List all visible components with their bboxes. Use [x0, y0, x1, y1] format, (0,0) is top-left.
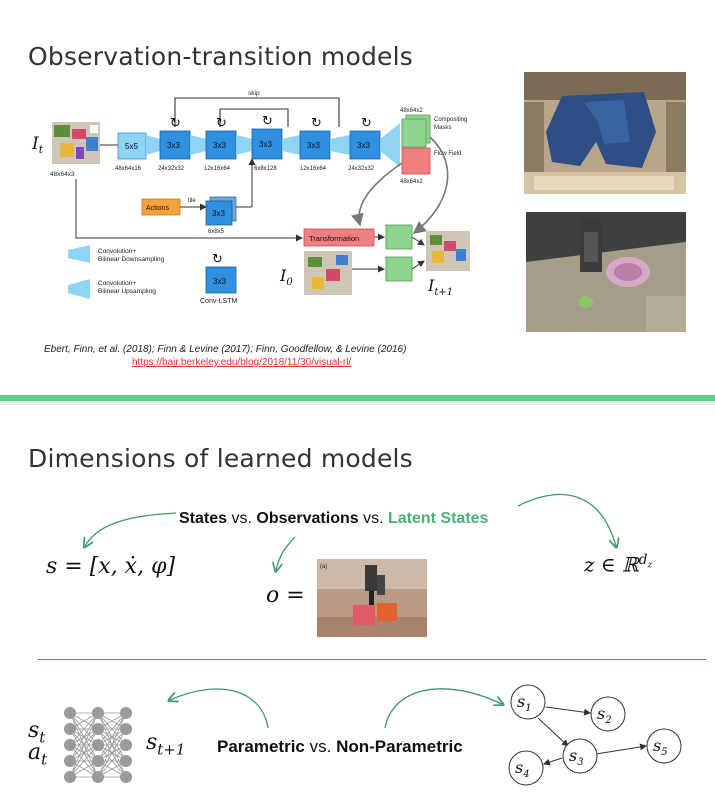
svg-text:↻: ↻ [216, 115, 227, 130]
state-equation: s = [x, ẋ, φ] [46, 554, 176, 579]
legend-conv-lstm: ↻ 3x3 Conv-LSTM [200, 251, 238, 305]
svg-text:↻: ↻ [361, 115, 372, 130]
latent-equation: z ∈ ℝdz [584, 552, 653, 577]
section-divider [38, 659, 706, 660]
vs-text-2: vs. [358, 510, 388, 527]
conv-block-5x5: 5x5 [117, 132, 147, 160]
svg-text:3x3: 3x3 [167, 141, 180, 150]
input-dim: 48x64x3 [50, 171, 75, 178]
conv-block-5: 3x3 ↻ [349, 115, 381, 160]
node-s3: s3 [569, 746, 584, 768]
states-label: States [179, 510, 228, 527]
conv-dim-4: 12x16x64 [300, 166, 327, 172]
svg-text:3x3: 3x3 [212, 209, 225, 218]
conv-block-3: 3x3 ↻ [251, 113, 283, 160]
svg-text:Transformation: Transformation [309, 234, 359, 243]
slide1-title: Observation-transition models [28, 42, 413, 71]
slide2-title: Dimensions of learned models [28, 444, 413, 473]
conv-dim-1: 24x32x32 [158, 166, 185, 172]
action-conv-block: 3x3 [205, 196, 237, 226]
transformed-green [385, 224, 413, 250]
conv-block-1: 3x3 ↻ [159, 115, 191, 160]
skip-connection-outer [174, 97, 340, 127]
legend-downsampling: Convolution+Bilinear Downsampling [68, 245, 164, 263]
observations-label: Observations [256, 510, 359, 527]
conv-dim-0: 48x64x16 [115, 166, 142, 172]
svg-text:3x3: 3x3 [259, 140, 272, 149]
svg-text:3x3: 3x3 [357, 141, 370, 150]
transformation-box: Transformation [303, 228, 375, 247]
skip-connection-mid [219, 108, 289, 127]
svg-text:↻: ↻ [311, 115, 322, 130]
flow-label: Flow Field [434, 151, 461, 157]
output-symbol: It+1 [427, 276, 453, 298]
svg-text:Convolution+Bilinear Downsampl: Convolution+Bilinear Downsampling [98, 248, 164, 263]
svg-text:3x3: 3x3 [213, 141, 226, 150]
svg-text:Actions: Actions [146, 205, 169, 212]
cloth-photo [524, 72, 686, 194]
i0-symbol: I0 [279, 266, 293, 288]
svg-text:3x3: 3x3 [213, 277, 226, 286]
nn-input-s: st [28, 718, 46, 747]
node-s5: s5 [653, 736, 668, 758]
citation-link[interactable]: https://bair.berkeley.edu/blog/2018/11/3… [132, 357, 352, 368]
svg-text:↻: ↻ [262, 113, 273, 128]
node-s2: s2 [597, 704, 612, 726]
node-s4: s4 [515, 758, 530, 780]
latent-states-label: Latent States [387, 510, 489, 527]
param-arrows [0, 688, 715, 729]
i0-image [304, 251, 352, 295]
svg-text:Convolution+Bilinear Upsamplin: Convolution+Bilinear Upsampling [98, 280, 156, 295]
svg-text:↻: ↻ [212, 251, 223, 266]
architecture-diagram: It 48x64x3 skip 5x5 48x64x16 3x3 ↻ 24x32… [31, 90, 470, 305]
observation-image: (a) [317, 559, 427, 637]
action-dim: 6x8x5 [208, 229, 225, 235]
actions-box: Actions [141, 198, 181, 216]
legend-upsampling: Convolution+Bilinear Upsampling [68, 279, 156, 299]
masks-dim: 48x64x2 [400, 108, 423, 114]
nn-output: st+1 [146, 730, 186, 759]
conv-block-2: 3x3 ↻ [205, 115, 237, 160]
vs-text-1: vs. [227, 510, 257, 527]
slide-separator [0, 395, 715, 401]
input-image [52, 122, 100, 164]
non-parametric-label: Non-Parametric [336, 737, 463, 756]
svg-text:↻: ↻ [170, 115, 181, 130]
neural-network-icon [64, 707, 132, 783]
state-graph: s1 s2 s3 s4 s5 [508, 684, 682, 786]
slide-separator-shadow [0, 402, 715, 405]
skip-label: skip [248, 90, 260, 97]
conv-dim-3: 6x8x128 [254, 166, 277, 172]
robot-bowl-photo [526, 212, 686, 332]
svg-text:5x5: 5x5 [125, 142, 138, 151]
compositing-masks [401, 114, 431, 148]
states-vs-line: States vs. Observations vs. Latent State… [179, 510, 488, 528]
node-s1: s1 [517, 692, 532, 714]
i0-green [385, 256, 413, 282]
svg-text:3x3: 3x3 [307, 141, 320, 150]
tile-label: tile [188, 198, 196, 204]
flow-dim: 48x64x2 [400, 179, 423, 185]
citation: Ebert, Finn, et al. (2018); Finn & Levin… [44, 344, 407, 355]
states-arrows [0, 494, 715, 590]
svg-text:Conv-LSTM: Conv-LSTM [200, 298, 238, 305]
conv-dim-2: 12x16x64 [204, 166, 231, 172]
vs-text-3: vs. [304, 737, 337, 756]
observation-equation: o = [266, 583, 305, 608]
conv-block-4: 3x3 ↻ [299, 115, 331, 160]
svg-text:(a): (a) [320, 564, 327, 570]
parametric-label: Parametric [217, 737, 305, 756]
input-symbol: It [31, 134, 44, 156]
nn-input-a: at [28, 740, 48, 769]
flow-field [401, 147, 431, 175]
output-image [426, 231, 470, 271]
parametric-vs-line: Parametric vs. Non-Parametric [217, 737, 463, 757]
conv-dim-5: 24x32x32 [348, 166, 375, 172]
